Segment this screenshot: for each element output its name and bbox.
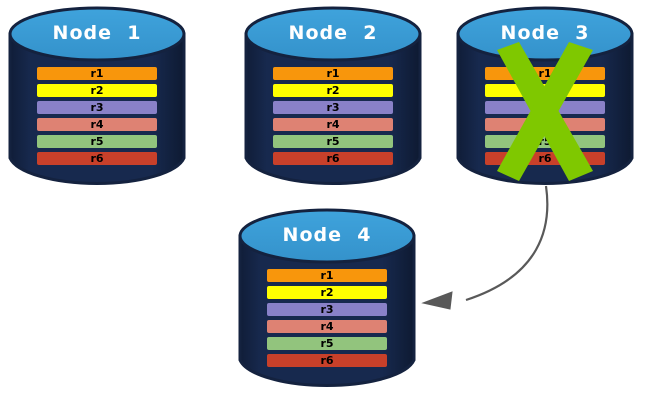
node-cylinder-node4[interactable]: Node 4 r1 r2 r3 r4 r5 r6 (238, 208, 416, 390)
row-item[interactable]: r2 (485, 84, 605, 97)
row-item[interactable]: r2 (267, 286, 387, 299)
row-item[interactable]: r4 (273, 118, 393, 131)
node-cylinder-node3[interactable]: Node 3 r1 r2 r3 r4 r5 r6 (456, 6, 634, 188)
row-item[interactable]: r3 (37, 101, 157, 114)
row-item[interactable]: r6 (485, 152, 605, 165)
failover-arrow-line (465, 185, 549, 302)
row-item[interactable]: r3 (273, 101, 393, 114)
row-item[interactable]: r5 (485, 135, 605, 148)
row-stack: r1 r2 r3 r4 r5 r6 (37, 67, 157, 171)
row-item[interactable]: r6 (37, 152, 157, 165)
row-item[interactable]: r5 (267, 337, 387, 350)
row-stack: r1 r2 r3 r4 r5 r6 (267, 269, 387, 373)
row-item[interactable]: r1 (485, 67, 605, 80)
row-item[interactable]: r6 (273, 152, 393, 165)
row-item[interactable]: r1 (267, 269, 387, 282)
row-item[interactable]: r4 (485, 118, 605, 131)
row-stack: r1 r2 r3 r4 r5 r6 (485, 67, 605, 171)
row-item[interactable]: r3 (267, 303, 387, 316)
row-item[interactable]: r5 (37, 135, 157, 148)
row-item[interactable]: r1 (273, 67, 393, 80)
row-item[interactable]: r5 (273, 135, 393, 148)
row-item[interactable]: r3 (485, 101, 605, 114)
row-item[interactable]: r6 (267, 354, 387, 367)
row-item[interactable]: r1 (37, 67, 157, 80)
node-cylinder-node2[interactable]: Node 2 r1 r2 r3 r4 r5 r6 (244, 6, 422, 188)
row-item[interactable]: r2 (37, 84, 157, 97)
row-item[interactable]: r4 (37, 118, 157, 131)
failover-arrow-head (421, 291, 453, 310)
row-stack: r1 r2 r3 r4 r5 r6 (273, 67, 393, 171)
row-item[interactable]: r4 (267, 320, 387, 333)
row-item[interactable]: r2 (273, 84, 393, 97)
node-cylinder-node1[interactable]: Node 1 r1 r2 r3 r4 r5 r6 (8, 6, 186, 188)
